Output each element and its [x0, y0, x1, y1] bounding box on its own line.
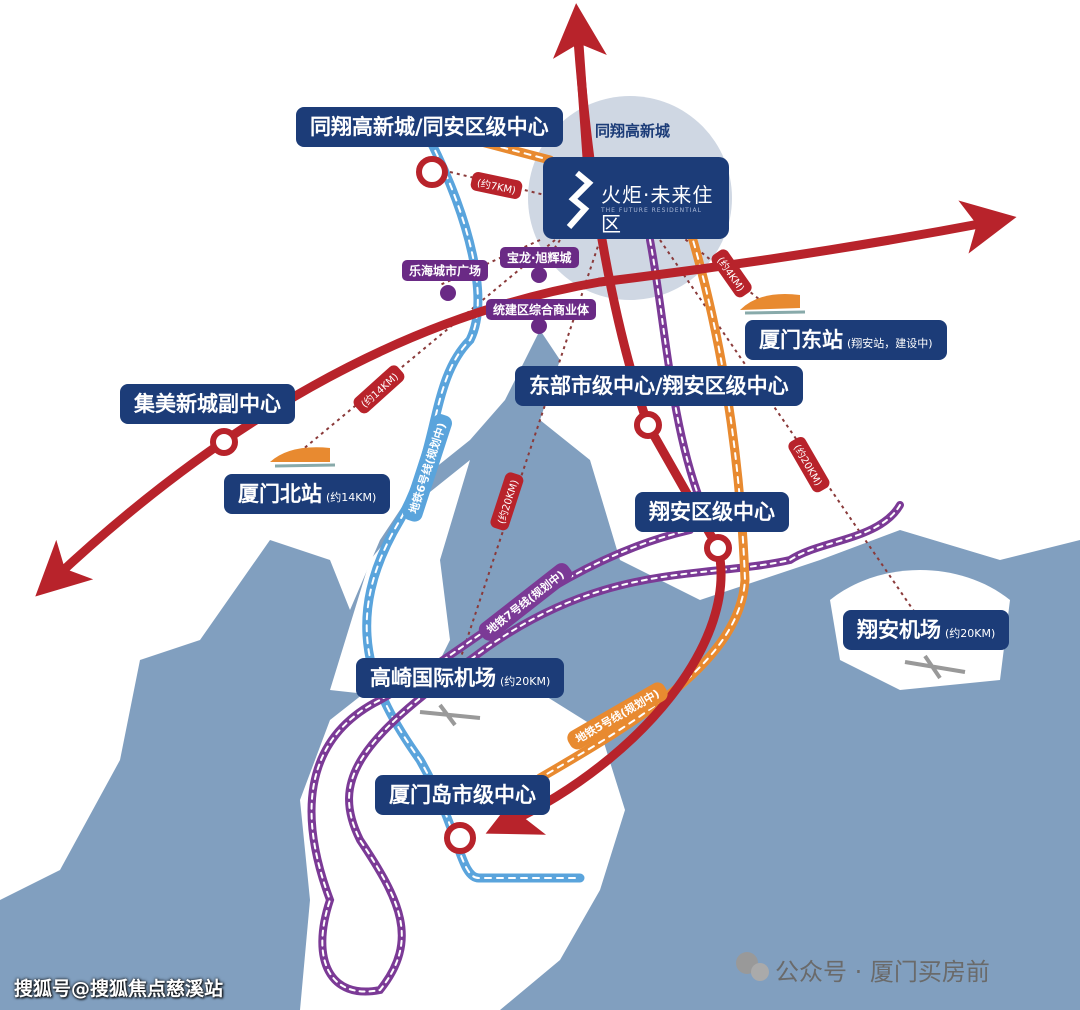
shopping-icons [440, 267, 547, 334]
north-station-name: 厦门北站 [238, 482, 322, 506]
plane-icon [419, 703, 481, 727]
label-area: 同翔高新城 [595, 122, 671, 140]
train-icon [740, 294, 806, 315]
project-name: 火炬·未来住区 [601, 183, 714, 236]
label-east-center: 东部市级中心/翔安区级中心 [515, 366, 803, 406]
road-east-arrow [595, 200, 1017, 287]
label-north-station: 厦门北站 (约14KM) [224, 474, 391, 514]
poi-baolong: 宝龙·旭辉城 [500, 247, 579, 268]
plane-icon [904, 654, 966, 680]
wechat-icon [736, 952, 769, 981]
label-gaoqi-airport: 高崎国际机场 (约20KM) [356, 658, 565, 698]
xiangan-airport-note: (约20KM) [945, 627, 996, 640]
project-logo[interactable]: 火炬·未来住区 THE FUTURE RESIDENTIAL [543, 157, 729, 239]
label-east-station: 厦门东站 (翔安站，建设中) [745, 320, 947, 360]
train-icon [270, 447, 336, 468]
watermark-sohu: 搜狐号@搜狐焦点慈溪站 [14, 978, 224, 1000]
label-jimei: 集美新城副中心 [120, 384, 295, 424]
label-island-center: 厦门岛市级中心 [375, 775, 550, 815]
label-xiangan-airport: 翔安机场 (约20KM) [843, 610, 1010, 650]
station-circles [210, 156, 732, 854]
gaoqi-airport-name: 高崎国际机场 [370, 666, 496, 690]
xiangan-airport-name: 翔安机场 [857, 618, 941, 642]
gaoqi-airport-note: (约20KM) [500, 675, 551, 688]
torch-icon [566, 170, 594, 229]
project-subtitle: THE FUTURE RESIDENTIAL [601, 207, 702, 214]
label-xiangan-center: 翔安区级中心 [635, 492, 789, 532]
north-station-note: (约14KM) [326, 491, 377, 504]
poi-lehai: 乐海城市广场 [402, 260, 489, 281]
east-station-note: (翔安站，建设中) [847, 337, 933, 350]
poi-tongjian: 统建区综合商业体 [486, 299, 597, 320]
watermark-wechat: 公众号 · 厦门买房前 [775, 958, 990, 986]
east-station-name: 厦门东站 [759, 328, 843, 352]
label-tongxiang: 同翔高新城/同安区级中心 [296, 107, 563, 147]
